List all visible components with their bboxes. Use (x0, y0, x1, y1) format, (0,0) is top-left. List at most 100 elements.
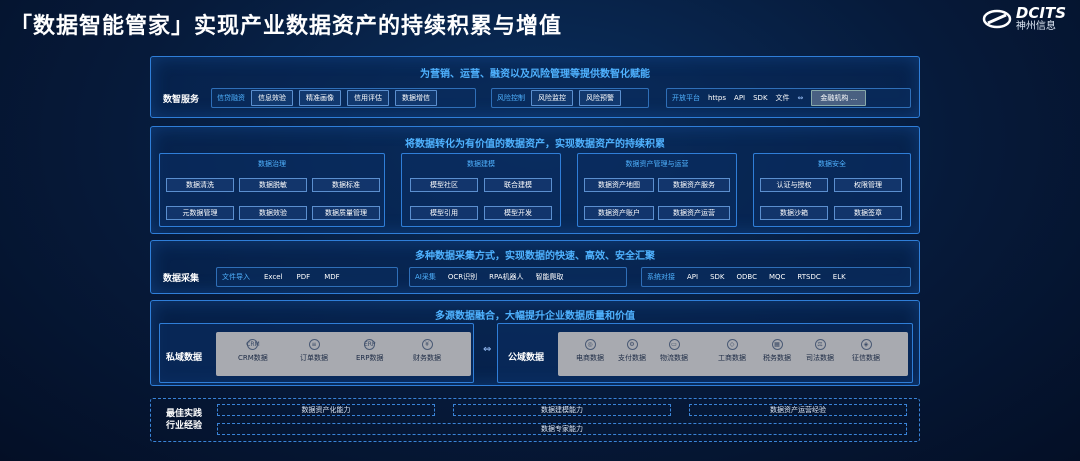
logistics-data-item: ▭ 物流数据 (660, 339, 688, 363)
box-item: 数据资产账户 (584, 206, 654, 220)
file-item: MDF (324, 273, 340, 281)
box-item: 模型社区 (410, 178, 478, 192)
page-title: 「数据智能管家」实现产业数据资产的持续积累与增值 (10, 14, 563, 39)
api-item: ELK (832, 273, 846, 281)
file-item: Excel (264, 273, 283, 281)
item-label: CRM数据 (238, 354, 268, 362)
ai-item: RPA机器人 (489, 273, 524, 281)
box-item: 数据资产地图 (584, 178, 654, 192)
logo-text-cn: 神州信息 (1015, 21, 1056, 32)
best-item: 数据专家能力 (217, 423, 907, 435)
risk-tag: 风险控制 (497, 94, 525, 102)
credit-report-icon: ◈ (860, 339, 872, 350)
fusion-section: 多源数据融合，大幅提升企业数据质量和价值 私域数据 CRM CRM数据 ≡ 订单… (150, 300, 920, 386)
open-item: SDK (753, 94, 768, 102)
credit-item: 数据增信 (395, 90, 437, 106)
box-item: 数据标准 (312, 178, 380, 192)
item-label: 订单数据 (300, 354, 328, 362)
api-item: RTSDC (797, 273, 821, 281)
api-item: API (687, 273, 699, 281)
logo-text-en: DCITS (1015, 4, 1066, 22)
dcits-logo-icon (982, 9, 1012, 29)
box-item: 模型开发 (484, 206, 552, 220)
item-label: 物流数据 (660, 354, 688, 362)
business-data-item: ◇ 工商数据 (718, 339, 746, 363)
file-group: 文件导入 Excel PDF MDF (216, 267, 398, 287)
payment-icon: ⚙ (626, 339, 638, 350)
open-group: 开放平台 https API SDK 文件 ⇔ 金融机构 ... (666, 88, 911, 108)
box-item: 元数据管理 (166, 206, 234, 220)
private-data-strip: CRM CRM数据 ≡ 订单数据 ERP ERP数据 ¥ 财务数据 (216, 332, 471, 376)
item-label: 电商数据 (576, 354, 604, 362)
open-target: 金融机构 ... (811, 90, 867, 106)
logistics-icon: ▭ (668, 339, 680, 350)
asset-mgmt-box: 数据资产管理与运营 数据资产地图 数据资产服务 数据资产账户 数据资产运营 (577, 153, 737, 227)
ai-group: AI采集 OCR识别 RPA机器人 智能爬取 (409, 267, 627, 287)
modeling-box: 数据建模 模型社区 联合建模 模型引用 模型开发 (401, 153, 561, 227)
order-icon: ≡ (308, 339, 320, 350)
credit-tag: 信贷融资 (217, 94, 245, 102)
finance-icon: ¥ (421, 339, 433, 350)
box-item: 数据脱敏 (239, 178, 307, 192)
tax-data-item: ▦ 税务数据 (763, 339, 791, 363)
fusion-headline: 多源数据融合，大幅提升企业数据质量和价值 (435, 311, 635, 322)
best-label-line2: 行业经验 (166, 421, 203, 431)
crm-icon: CRM (246, 339, 260, 350)
judicial-icon: ⚖ (814, 339, 826, 350)
best-practice-label: 最佳实践 行业经验 (166, 408, 202, 432)
api-item: MQC (768, 273, 786, 281)
payment-data-item: ⚙ 支付数据 (618, 339, 646, 363)
crm-data-item: CRM CRM数据 (238, 339, 268, 363)
private-data-panel: 私域数据 CRM CRM数据 ≡ 订单数据 ERP ERP数据 ¥ 财务数据 (159, 323, 474, 383)
box-item: 数据清洗 (166, 178, 234, 192)
box-item: 数据质量管理 (312, 206, 380, 220)
governance-box: 数据治理 数据清洗 数据脱敏 数据标准 元数据管理 数据效验 数据质量管理 (159, 153, 385, 227)
security-box: 数据安全 认证与授权 权限管理 数据沙箱 数据签章 (753, 153, 911, 227)
private-label: 私域数据 (166, 353, 203, 363)
best-item: 数据建模能力 (453, 404, 671, 416)
item-label: 工商数据 (718, 354, 746, 362)
credit-item: 信用评估 (347, 90, 389, 106)
file-item: PDF (296, 273, 311, 281)
ai-item: 智能爬取 (535, 273, 564, 281)
collect-section: 多种数据采集方式，实现数据的快速、高效、安全汇聚 数据采集 文件导入 Excel… (150, 240, 920, 294)
best-item: 数据资产化能力 (217, 404, 435, 416)
order-data-item: ≡ 订单数据 (300, 339, 328, 363)
credit-item: 信息效验 (251, 90, 293, 106)
collect-headline: 多种数据采集方式，实现数据的快速、高效、安全汇聚 (415, 251, 655, 262)
api-item: SDK (710, 273, 725, 281)
best-practice-section: 最佳实践 行业经验 数据资产化能力 数据建模能力 数据资产运营经验 数据专家能力 (150, 398, 920, 442)
item-label: 征信数据 (852, 354, 880, 362)
open-item: API (734, 94, 746, 102)
credit-item: 精准画像 (299, 90, 341, 106)
item-label: 司法数据 (806, 354, 834, 362)
service-label: 数智服务 (163, 95, 200, 105)
item-label: 税务数据 (763, 354, 791, 362)
file-tag: 文件导入 (222, 273, 250, 281)
risk-item: 风险预警 (579, 90, 621, 106)
item-label: 财务数据 (413, 354, 441, 362)
finance-data-item: ¥ 财务数据 (413, 339, 441, 363)
double-arrow-icon: ⇔ (797, 94, 804, 102)
collect-label: 数据采集 (163, 274, 200, 284)
company-logo: DCITS 神州信息 (982, 6, 1066, 32)
service-section: 为营销、运营、融资以及风险管理等提供数智化赋能 数智服务 信贷融资 信息效验 精… (150, 56, 920, 118)
asset-section: 将数据转化为有价值的数据资产，实现数据资产的持续积累 数据治理 数据清洗 数据脱… (150, 126, 920, 234)
erp-icon: ERP (363, 339, 376, 350)
public-data-panel: 公域数据 ◎ 电商数据 ⚙ 支付数据 ▭ 物流数据 ◇ 工商数据 ▦ 税务数据 (497, 323, 913, 383)
item-label: ERP数据 (356, 354, 384, 362)
item-label: 支付数据 (618, 354, 646, 362)
box-item: 联合建模 (484, 178, 552, 192)
box-title: 数据资产管理与运营 (625, 160, 689, 168)
best-item: 数据资产运营经验 (689, 404, 907, 416)
box-item: 数据沙箱 (760, 206, 828, 220)
ecommerce-icon: ◎ (584, 339, 596, 350)
box-item: 认证与授权 (760, 178, 828, 192)
service-headline: 为营销、运营、融资以及风险管理等提供数智化赋能 (420, 69, 650, 80)
api-tag: 系统对接 (647, 273, 675, 281)
risk-group: 风险控制 风险监控 风险预警 (491, 88, 649, 108)
box-item: 数据效验 (239, 206, 307, 220)
public-data-strip: ◎ 电商数据 ⚙ 支付数据 ▭ 物流数据 ◇ 工商数据 ▦ 税务数据 ⚖ 司法数… (558, 332, 908, 376)
risk-item: 风险监控 (531, 90, 573, 106)
open-item: https (708, 94, 727, 102)
